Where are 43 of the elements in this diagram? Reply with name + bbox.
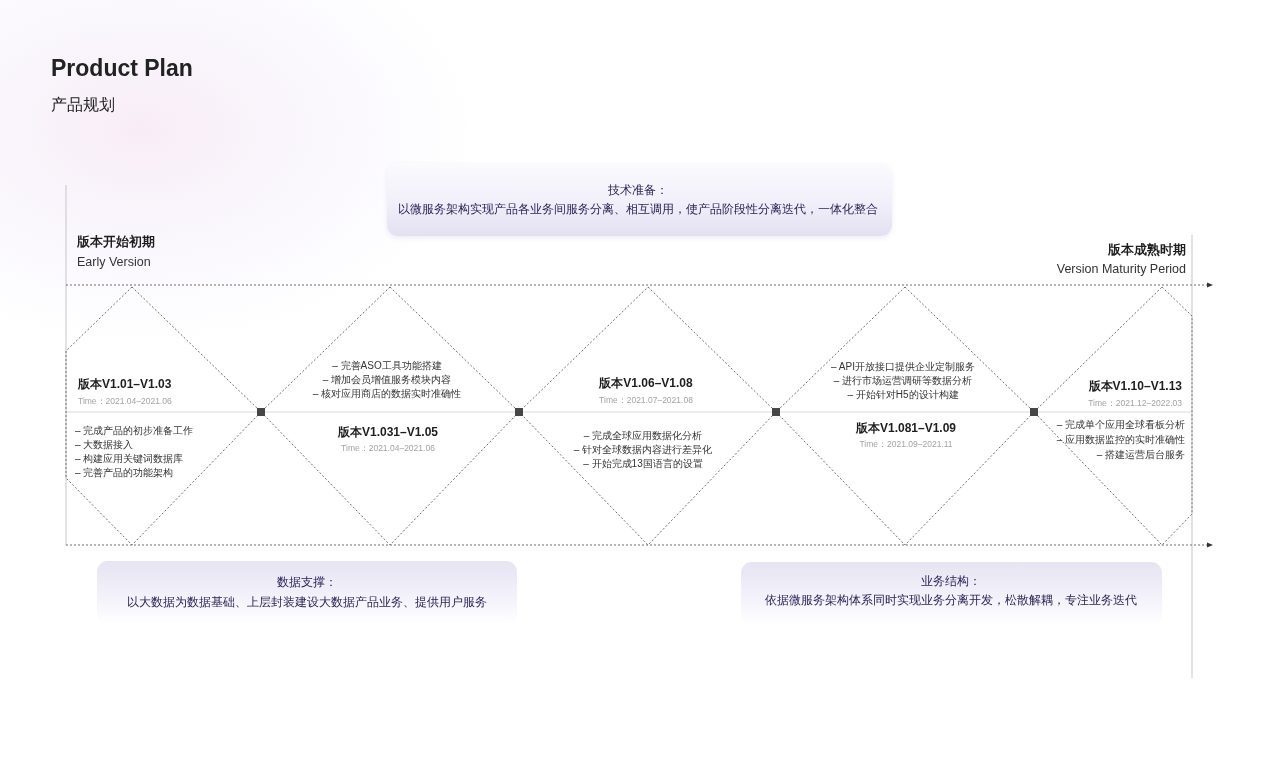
time-range: Time：2021.04–2021.06 <box>341 442 435 454</box>
bullet-item: – 搭建运营后台服务 <box>1096 448 1185 462</box>
bullet-item: – 应用数据监控的实时准确性 <box>1056 433 1185 447</box>
version-title: 版本V1.031–V1.05 <box>337 424 439 440</box>
info-box <box>387 163 892 236</box>
bullet-item: – API开放接口提供企业定制服务 <box>831 360 975 374</box>
period-heading: 版本成熟时期 <box>1108 243 1186 259</box>
bullet-item: – 完成全球应用数据化分析 <box>583 429 703 443</box>
page-title: Product Plan <box>51 53 193 83</box>
version-title: 版本V1.01–V1.03 <box>78 376 172 392</box>
box-heading: 数据支撑： <box>277 574 337 590</box>
bullet-item: – 大数据接入 <box>75 438 134 452</box>
version-diamond <box>66 287 261 545</box>
period-subheading: Early Version <box>77 255 151 271</box>
bullet-item: – 针对全球数据内容进行差异化 <box>573 443 713 457</box>
time-range: Time：2021.04–2021.06 <box>78 395 172 407</box>
period-heading: 版本开始初期 <box>77 235 155 251</box>
box-text: 以大数据为数据基础、上层封装建设大数据产品业务、提供用户服务 <box>127 594 487 610</box>
time-range: Time：2021.07–2021.08 <box>599 394 693 406</box>
version-diamond <box>1034 287 1192 545</box>
version-diamond <box>776 287 1034 545</box>
box-heading: 技术准备： <box>608 182 668 198</box>
bullet-item: – 开始针对H5的设计构建 <box>847 388 959 402</box>
box-text: 以微服务架构实现产品各业务间服务分离、相互调用，使产品阶段性分离迭代，一体化整合 <box>398 201 878 217</box>
box-text: 依据微服务架构体系同时实现业务分离开发，松散解耦，专注业务迭代 <box>765 592 1137 608</box>
time-range: Time：2021.09–2021.11 <box>859 438 953 450</box>
bullet-item: – 完成产品的初步准备工作 <box>75 424 194 438</box>
bullet-item: – 完成单个应用全球看板分析 <box>1056 418 1185 432</box>
version-diamond <box>261 287 519 545</box>
version-title: 版本V1.081–V1.09 <box>855 420 957 436</box>
bullet-item: – 进行市场运营调研等数据分析 <box>833 374 973 388</box>
subtitle: 产品规划 <box>51 95 115 115</box>
bullet-item: – 核对应用商店的数据实时准确性 <box>312 387 462 401</box>
period-subheading: Version Maturity Period <box>1056 262 1186 278</box>
box-heading: 业务结构： <box>921 573 981 589</box>
bullet-item: – 增加会员增值服务模块内容 <box>322 373 452 387</box>
version-title: 版本V1.06–V1.08 <box>599 375 693 391</box>
bullet-item: – 完善ASO工具功能搭建 <box>332 359 442 373</box>
time-range: Time：2021.12–2022.03 <box>1088 397 1182 409</box>
bullet-item: – 开始完成13国语言的设置 <box>583 457 703 471</box>
bullet-item: – 构建应用关键词数据库 <box>75 452 184 466</box>
bullet-item: – 完善产品的功能架构 <box>75 466 174 480</box>
version-title: 版本V1.10–V1.13 <box>1088 378 1182 394</box>
